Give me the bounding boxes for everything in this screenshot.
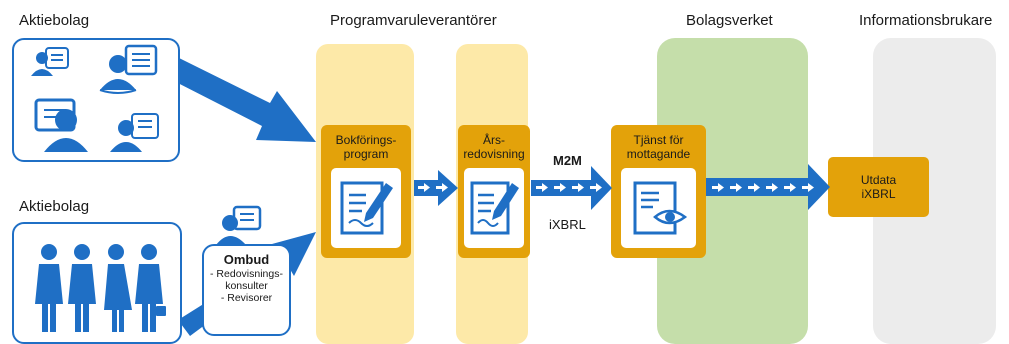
header-bolagsverket: Bolagsverket xyxy=(686,12,773,29)
users-group-icon xyxy=(31,44,159,152)
utdata-label: Utdata iXBRL xyxy=(860,173,897,201)
arsredovisning-doc-card xyxy=(464,168,524,248)
ombud-person-icon xyxy=(216,205,262,245)
label-m2m: M2M xyxy=(553,153,582,168)
header-aktiebolag-top: Aktiebolag xyxy=(19,12,90,29)
tjanst-doc-card xyxy=(621,168,696,248)
label-ixbrl: iXBRL xyxy=(549,217,586,232)
bokforingsprogram-label: Bokförings- program xyxy=(335,133,397,161)
ombud-line-1: - Redovisnings- xyxy=(210,268,283,280)
aktiebolag-bottom-box xyxy=(12,222,182,344)
ombud-line-3: - Revisorer xyxy=(220,292,273,304)
tjanst-label: Tjänst för mottagande xyxy=(626,133,691,161)
arsredovisning-label: Års- redovisning xyxy=(463,133,525,161)
people-group-icon xyxy=(35,244,166,332)
bokforingsprogram-box: Bokförings- program xyxy=(321,125,411,258)
ombud-title: Ombud xyxy=(223,252,270,267)
arsredovisning-box: Års- redovisning xyxy=(458,125,530,258)
header-informationsbrukare: Informationsbrukare xyxy=(859,12,993,29)
bokforing-doc-card xyxy=(331,168,401,248)
document-eye-icon xyxy=(633,181,687,235)
utdata-ixbrl-box: Utdata iXBRL xyxy=(828,157,929,217)
document-pen-icon xyxy=(470,181,519,235)
ombud-box: Ombud - Redovisnings- konsulter - Reviso… xyxy=(202,244,291,336)
document-pen-icon xyxy=(340,181,393,235)
arrow-ars-to-tjanst xyxy=(531,166,612,210)
header-aktiebolag-bottom: Aktiebolag xyxy=(19,198,90,215)
arrow-tjanst-to-utdata xyxy=(706,164,830,210)
arrow-bokforing-to-ars xyxy=(414,170,458,206)
header-programvaruleverantorer: Programvaruleverantörer xyxy=(330,12,497,29)
aktiebolag-top-box xyxy=(12,38,180,162)
tjanst-for-mottagande-box: Tjänst för mottagande xyxy=(611,125,706,258)
arrow-top-to-bokforing xyxy=(168,56,316,142)
ombud-line-2: konsulter xyxy=(225,280,268,292)
